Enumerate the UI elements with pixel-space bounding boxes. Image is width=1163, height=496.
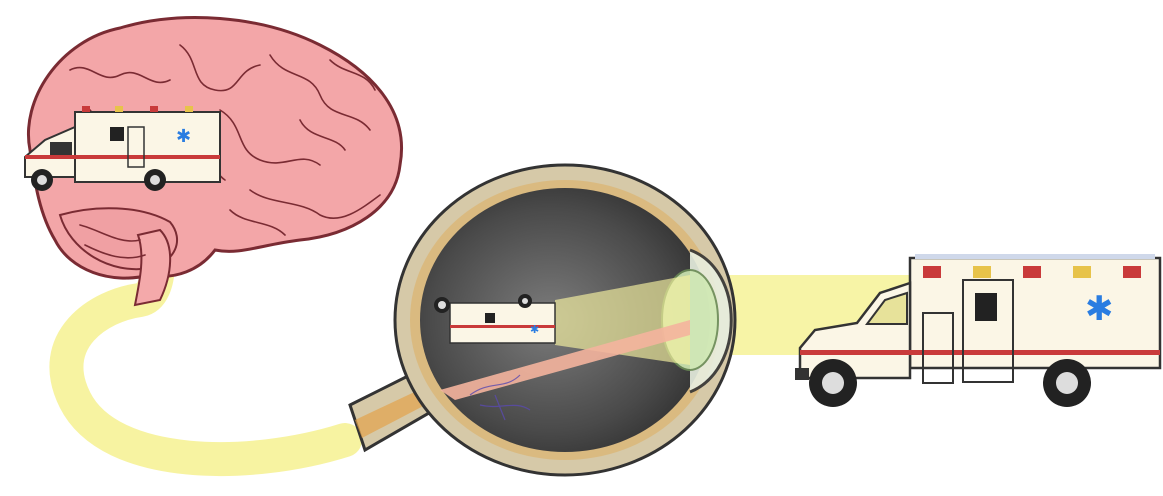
star-of-life-icon: ✱ — [530, 323, 539, 336]
star-of-life-icon: ✱ — [176, 126, 191, 147]
star-of-life-icon: ✱ — [1085, 289, 1114, 329]
